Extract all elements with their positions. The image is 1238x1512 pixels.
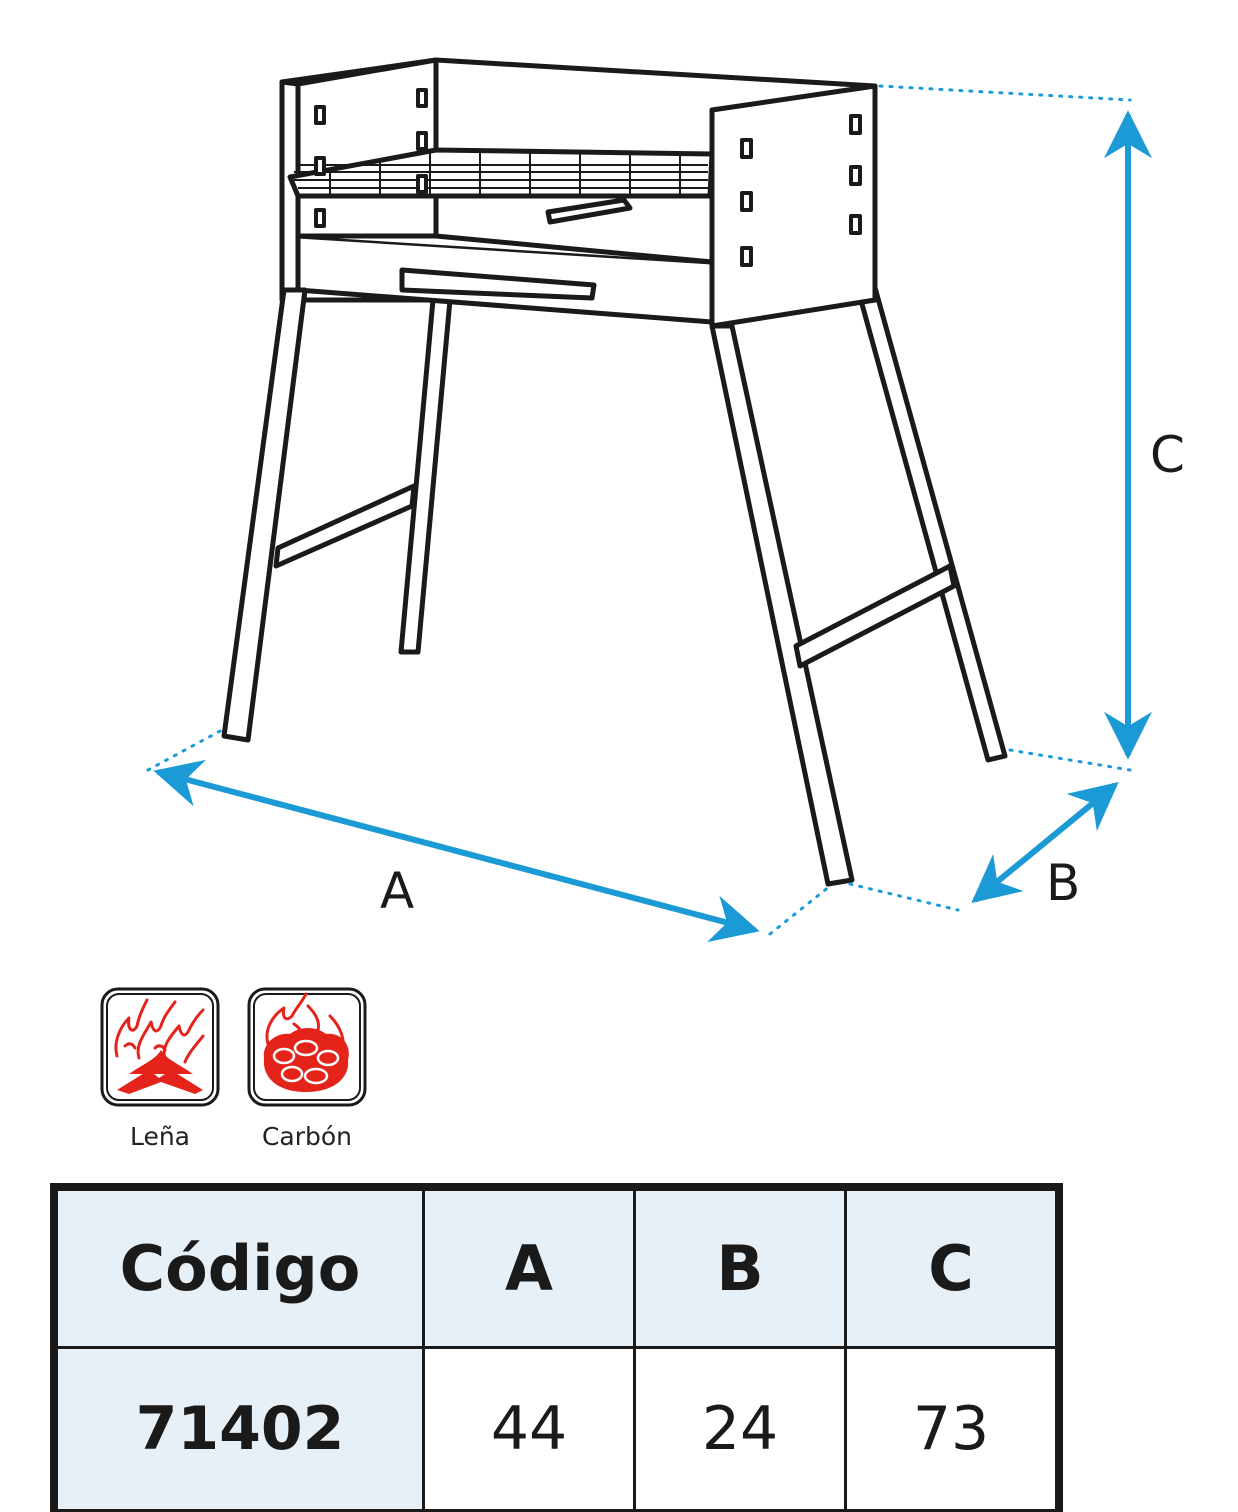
fuel-caption-carbon: Carbón bbox=[261, 1122, 353, 1151]
barbecue-drawing bbox=[221, 57, 1008, 887]
cell-a: 44 bbox=[422, 1346, 636, 1512]
dimension-b-label: B bbox=[1046, 854, 1080, 912]
fuel-type-carbon: Carbón bbox=[243, 986, 371, 1151]
spec-table: Código A B C 71402 44 24 73 bbox=[50, 1183, 1063, 1512]
dimension-a-label: A bbox=[380, 862, 414, 920]
header-b: B bbox=[633, 1183, 847, 1349]
extension-lines bbox=[146, 84, 1132, 936]
table-row: 71402 44 24 73 bbox=[50, 1346, 1063, 1512]
header-codigo: Código bbox=[50, 1183, 425, 1349]
barbecue-dimension-diagram: A B C bbox=[146, 57, 1185, 943]
dimension-a-arrow bbox=[153, 759, 760, 943]
cell-c: 73 bbox=[844, 1346, 1063, 1512]
header-c: C bbox=[844, 1183, 1063, 1349]
dimension-b-arrow bbox=[971, 781, 1119, 904]
spec-table-header-row: Código A B C bbox=[50, 1183, 1063, 1349]
fuel-caption-lena: Leña bbox=[129, 1122, 191, 1151]
firewood-flame-icon bbox=[100, 987, 220, 1107]
cell-codigo: 71402 bbox=[50, 1346, 425, 1512]
fuel-type-lena: Leña bbox=[96, 986, 224, 1151]
header-a: A bbox=[422, 1183, 636, 1349]
charcoal-flame-icon bbox=[247, 987, 367, 1107]
cell-b: 24 bbox=[633, 1346, 847, 1512]
dimension-c-label: C bbox=[1150, 426, 1185, 484]
dimension-arrows bbox=[153, 110, 1152, 943]
